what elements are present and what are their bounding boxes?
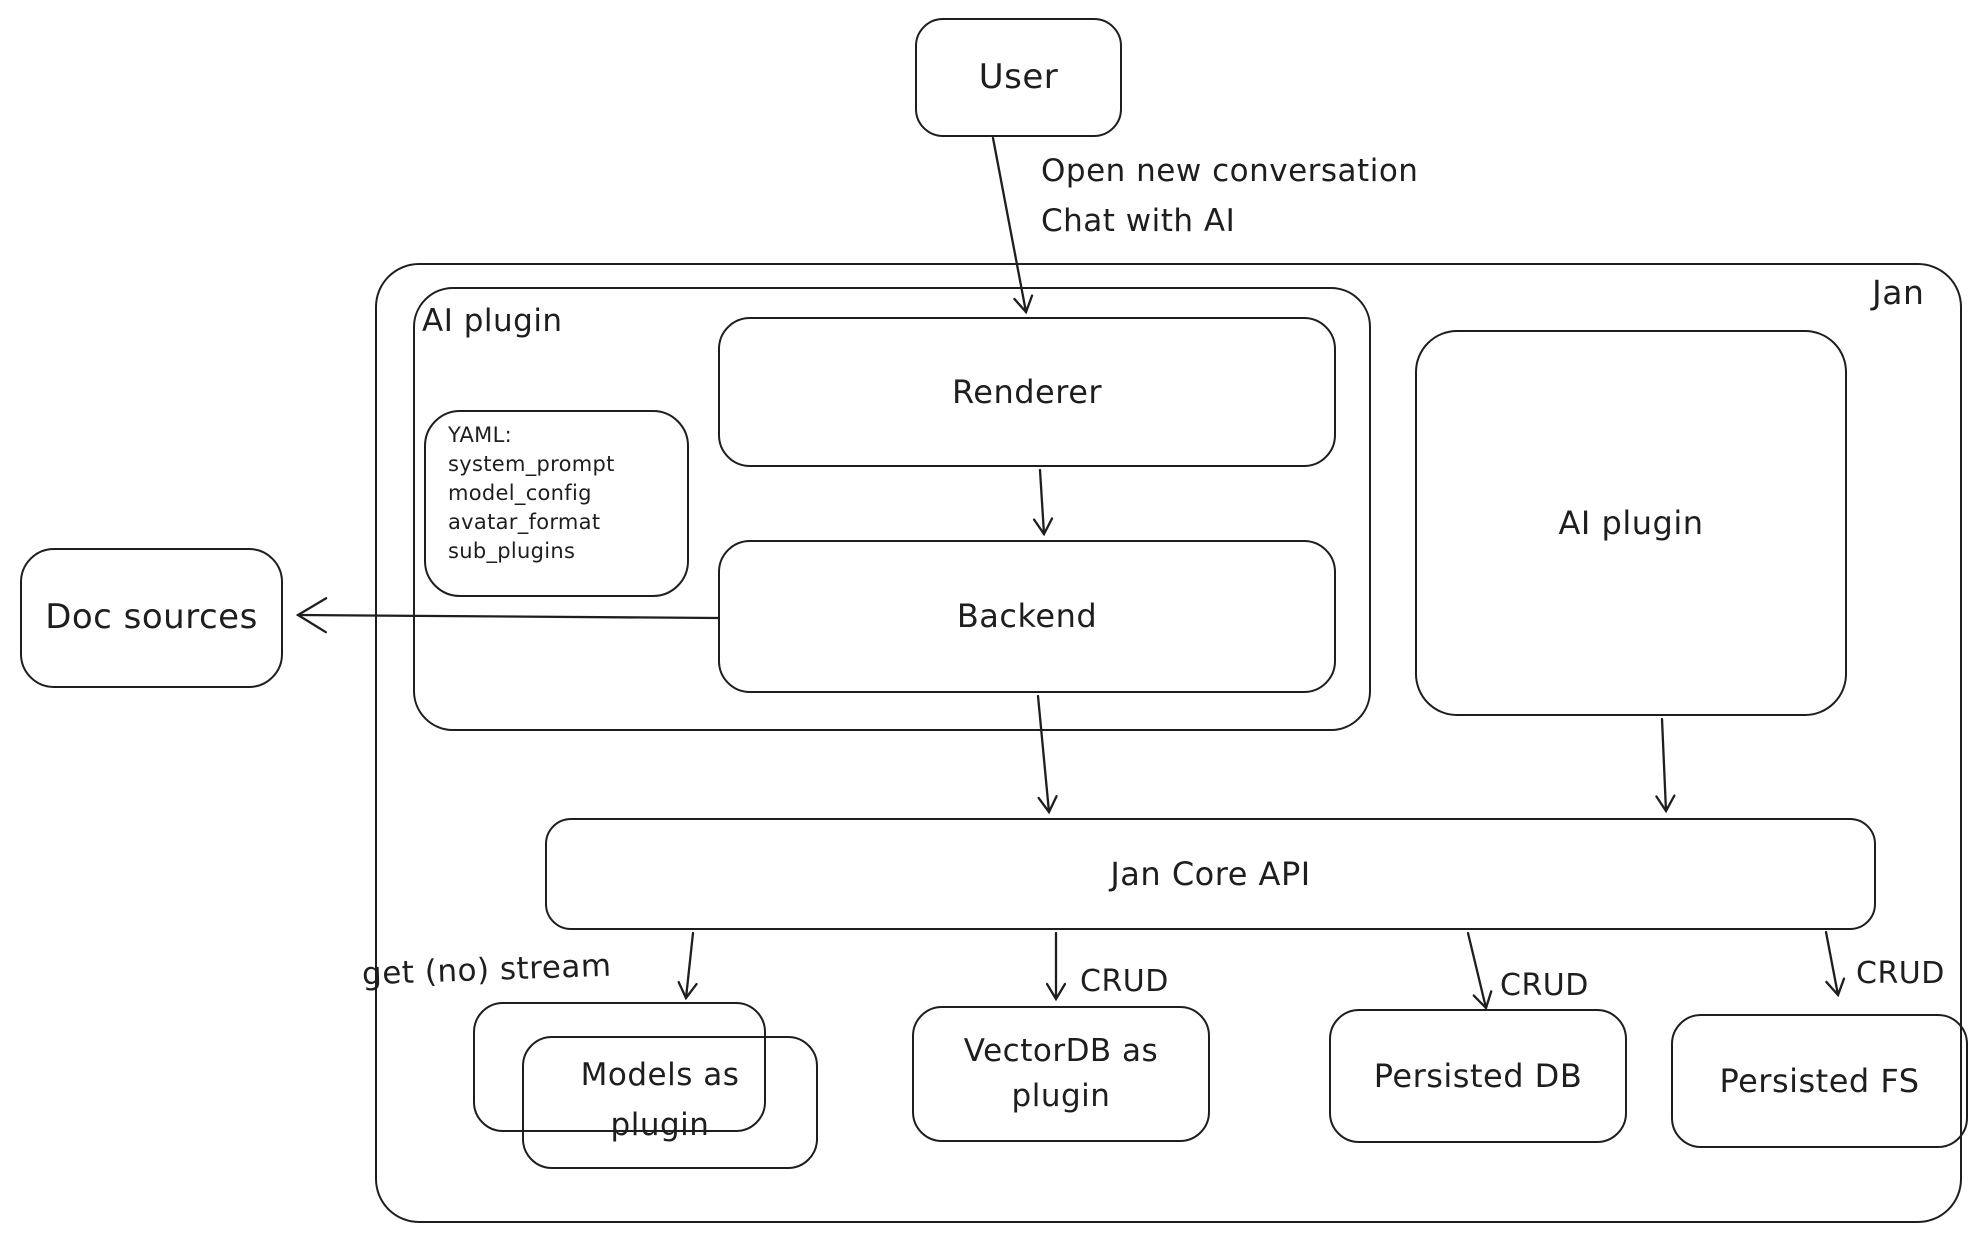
ai-plugin-right-label: AI plugin [1558, 503, 1704, 542]
persisted-fs-label: Persisted FS [1719, 1061, 1920, 1100]
persisted-db-box: Persisted DB [1329, 1009, 1627, 1143]
yaml-note-box [424, 410, 689, 597]
yaml-note-line: avatar_format [448, 510, 601, 534]
jan-core-api-label: Jan Core API [1110, 854, 1311, 893]
yaml-note-line: model_config [448, 481, 592, 505]
jan-container-label: Jan [1872, 273, 1925, 312]
vectordb-plugin-box: VectorDB as plugin [912, 1006, 1210, 1142]
persisted-db-label: Persisted DB [1373, 1056, 1583, 1095]
vectordb-plugin-label: VectorDB as plugin [963, 1033, 1159, 1114]
ai-plugin-group-label: AI plugin [422, 303, 563, 339]
ai-plugin-group-box [413, 287, 1371, 731]
doc-sources-box: Doc sources [20, 548, 283, 688]
doc-sources-label: Doc sources [45, 597, 258, 638]
edge-label-user-to-renderer: Open new conversation Chat with AI [1041, 153, 1419, 240]
persisted-fs-box: Persisted FS [1671, 1014, 1968, 1148]
renderer-box: Renderer [718, 317, 1336, 467]
backend-box: Backend [718, 540, 1336, 693]
yaml-note-line: sub_plugins [448, 539, 576, 563]
edge-label-get-no-stream: get (no) stream [361, 947, 613, 993]
edge-label-crud-persisted-db: CRUD [1500, 968, 1589, 1003]
edge-label-crud-persisted-fs: CRUD [1856, 956, 1945, 991]
user-box: User [915, 18, 1122, 137]
edge-label-crud-vectordb: CRUD [1080, 964, 1169, 999]
yaml-note-line: YAML: [448, 423, 512, 447]
jan-core-api-box: Jan Core API [545, 818, 1876, 930]
renderer-label: Renderer [951, 372, 1103, 411]
jan-container-box [375, 263, 1962, 1223]
yaml-note-line: system_prompt [448, 452, 615, 476]
models-plugin-label: Models as plugin [580, 1057, 740, 1144]
backend-label: Backend [956, 597, 1098, 636]
ai-plugin-right-box: AI plugin [1415, 330, 1847, 716]
yaml-note-text: YAML: system_prompt model_config avatar_… [448, 421, 615, 566]
user-label: User [978, 56, 1059, 97]
models-plugin-box-front [522, 1036, 818, 1169]
models-plugin-box-back [473, 1002, 766, 1132]
